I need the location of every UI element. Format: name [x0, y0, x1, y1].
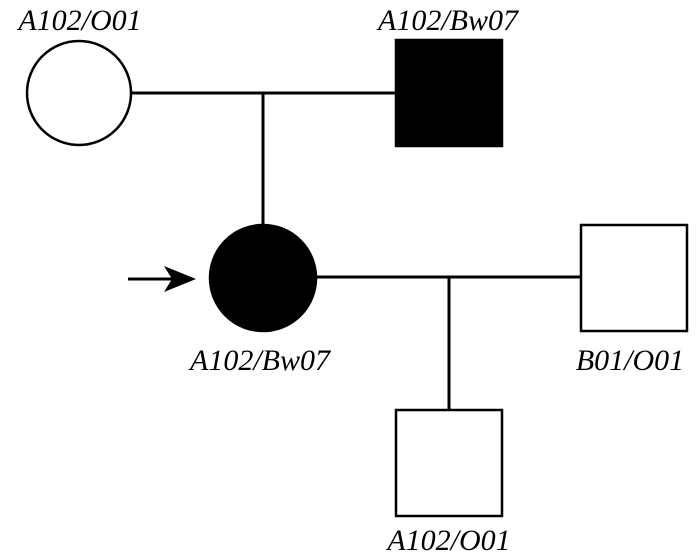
grandfather-symbol [394, 38, 504, 148]
son-symbol [394, 408, 504, 518]
son-genotype: A102/O01 [385, 524, 510, 556]
grandmother-genotype: A102/O01 [16, 4, 141, 37]
proband-arrow-icon [164, 266, 196, 292]
grandmother-symbol [25, 39, 133, 147]
grandfather-genotype: A102/Bw07 [376, 4, 520, 37]
proband-genotype: A102/Bw07 [188, 344, 332, 377]
husband-genotype: B01/O01 [576, 344, 684, 377]
proband-symbol [208, 223, 318, 333]
husband-symbol [579, 223, 689, 333]
